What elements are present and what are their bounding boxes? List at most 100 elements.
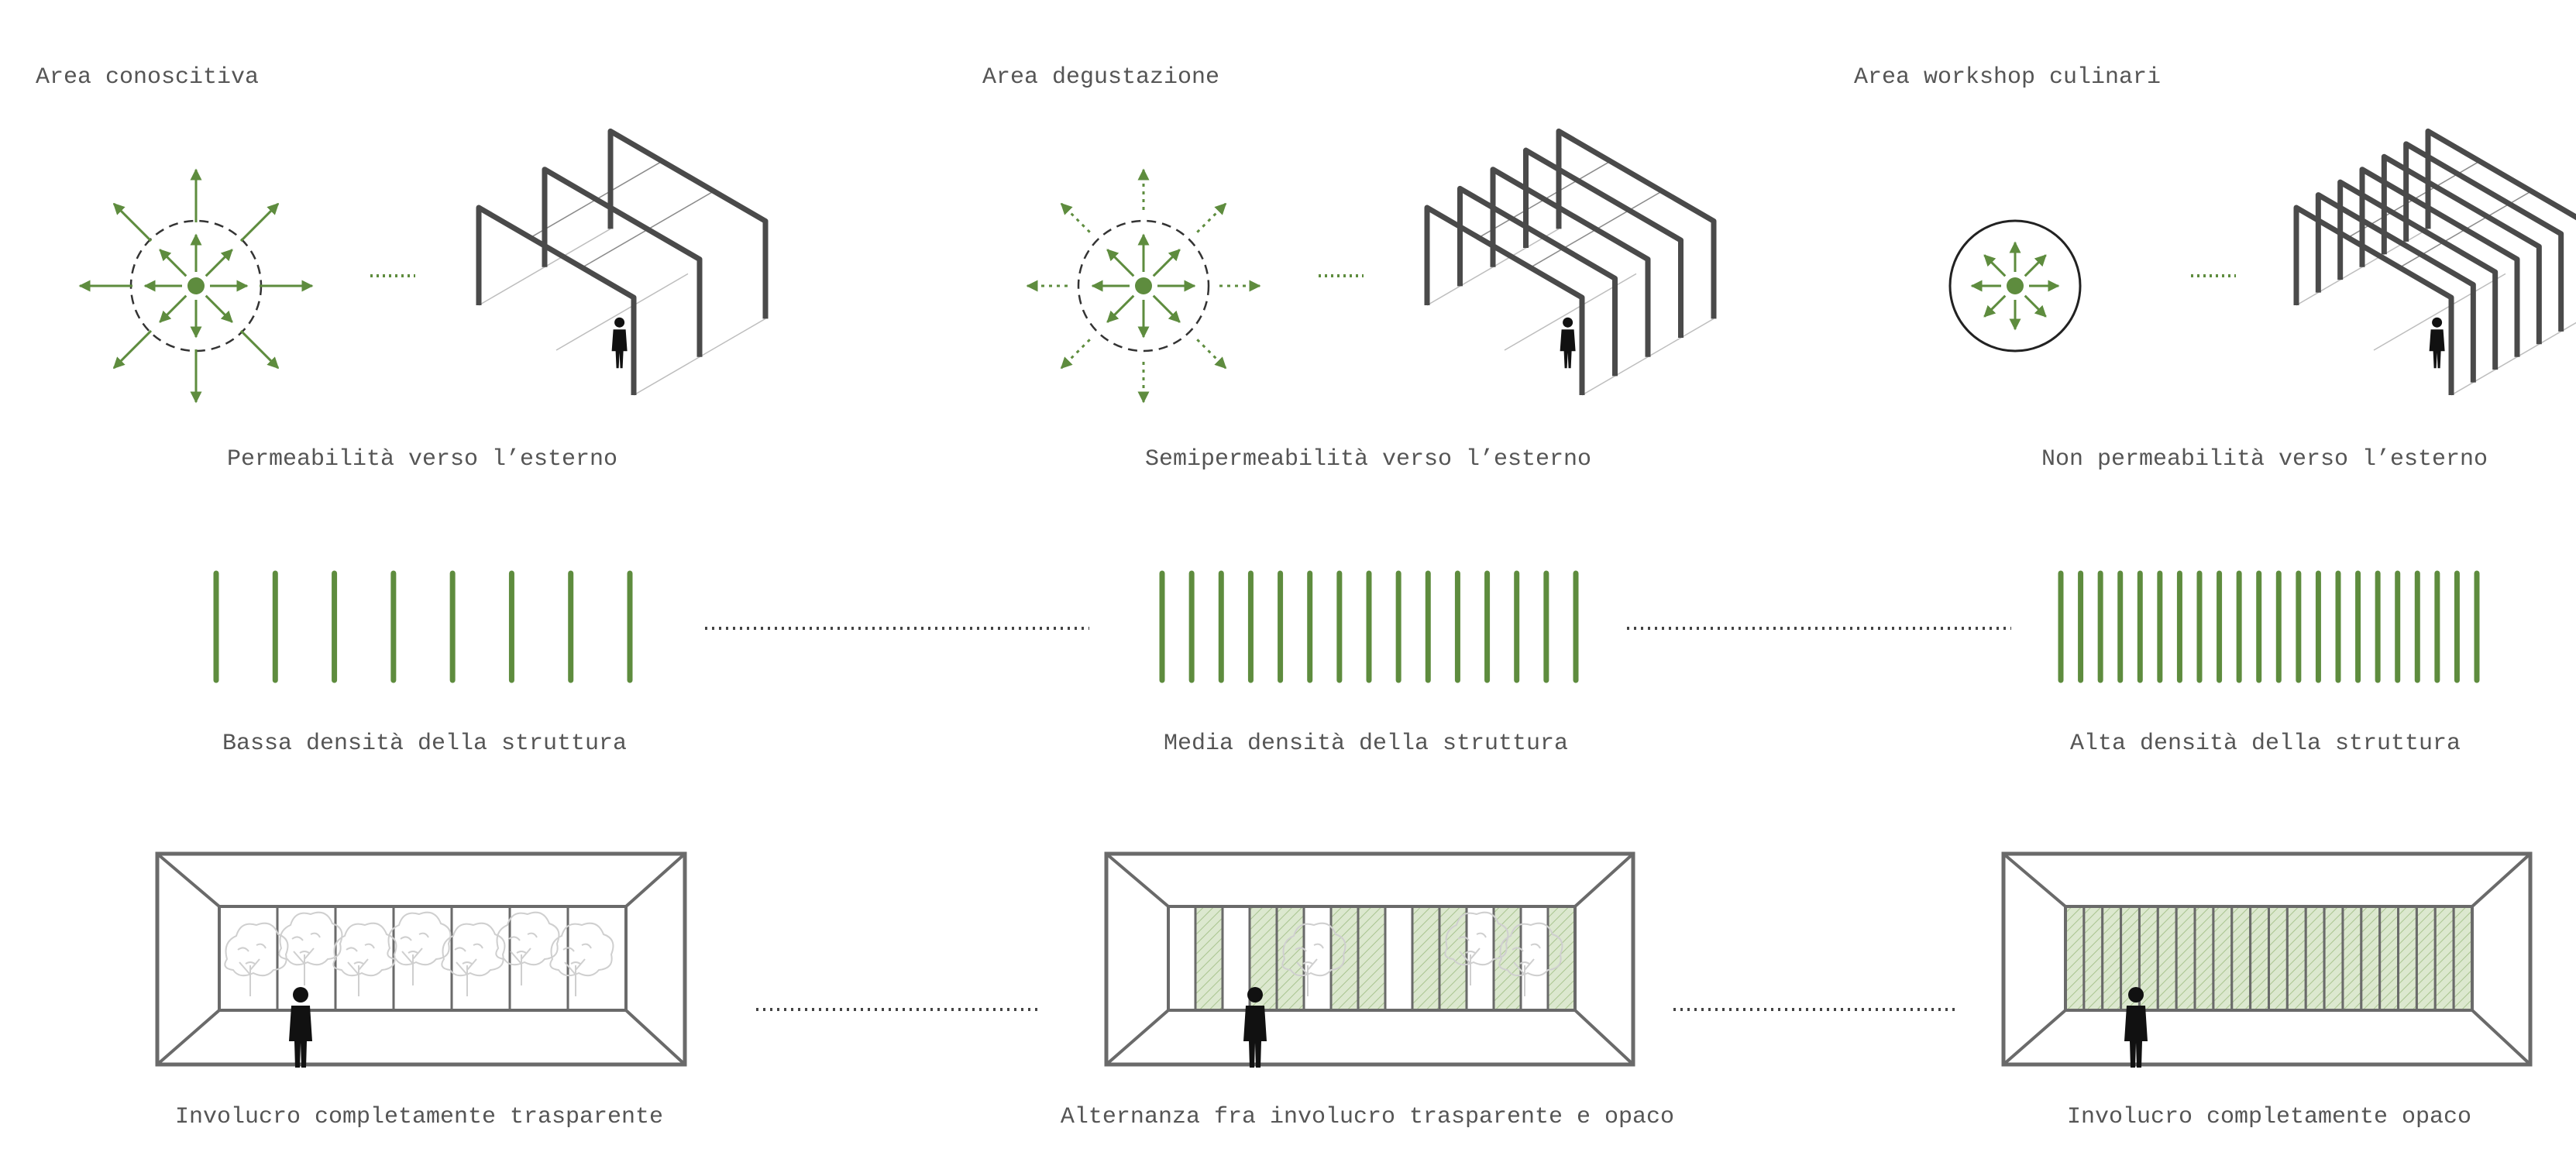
structure-frame-icon: [476, 128, 769, 396]
perspective-edge: [1105, 852, 1170, 908]
density-label: Alta densità della struttura: [2070, 731, 2461, 757]
person-icon: [611, 317, 628, 369]
permeability-label: Semipermeabilità verso l’esterno: [1145, 446, 1591, 473]
perspective-edge: [1573, 852, 1635, 908]
perspective-edge: [624, 1009, 686, 1066]
structure-frame-icon: [1424, 128, 1717, 396]
opaque-panel: [2433, 905, 2455, 1012]
perspective-edge: [156, 1009, 221, 1066]
grid-line: [2450, 322, 2576, 396]
frame-portal: [1457, 185, 1618, 377]
opaque-panel: [2212, 905, 2234, 1012]
frame-portal: [1424, 205, 1585, 395]
room-outline: [155, 851, 687, 1067]
area-title: Area conoscitiva: [36, 64, 259, 91]
transparent-panel: [218, 905, 279, 1012]
opaque-panel: [2397, 905, 2418, 1012]
arrow: [159, 294, 187, 323]
center-dot: [1135, 277, 1152, 294]
boundary-circle: [1948, 219, 2082, 353]
opaque-panel: [2415, 905, 2437, 1012]
opaque-panel: [1411, 905, 1441, 1012]
structure-frame-icon: [2293, 128, 2576, 396]
transparent-panel: [508, 905, 569, 1012]
arrow: [1196, 339, 1227, 370]
density-bars: [2058, 570, 2480, 683]
perspective-edge: [2002, 1009, 2067, 1066]
arrow: [239, 202, 280, 242]
opaque-panel: [1194, 905, 1224, 1012]
transparent-panel: [566, 905, 628, 1012]
perspective-edge: [2002, 852, 2067, 908]
opaque-panel: [2193, 905, 2215, 1012]
area-title: Area degustazione: [982, 64, 1219, 91]
opaque-panel: [2156, 905, 2178, 1012]
arrow: [112, 329, 153, 370]
grid-line: [2373, 273, 2506, 351]
envelope-label: Alternanza fra involucro trasparente e o…: [1061, 1104, 1674, 1130]
frame-portal: [1523, 147, 1684, 339]
frame-portal: [2315, 192, 2476, 383]
frame-portal: [476, 205, 637, 395]
back-wall: [2064, 905, 2474, 1012]
room-outline: [2001, 851, 2533, 1067]
arrows-diagram-icon: [1026, 168, 1261, 404]
envelope-room: [1104, 851, 1635, 1068]
permeability-label: Permeabilità verso l’esterno: [227, 446, 617, 473]
density-bars: [1159, 570, 1579, 683]
perspective-edge: [156, 852, 221, 908]
opaque-panel: [1275, 905, 1305, 1012]
opaque-panel: [2249, 905, 2271, 1012]
envelope-room: [2001, 851, 2533, 1068]
transparent-panel: [334, 905, 395, 1012]
transparent-panel: [1384, 905, 1414, 1012]
transparent-panel: [1221, 905, 1251, 1012]
opaque-panel: [2360, 905, 2382, 1012]
arrows-diagram-icon: [78, 168, 314, 404]
arrow: [2024, 254, 2047, 277]
opaque-panel: [2304, 905, 2326, 1012]
opaque-panel: [2101, 905, 2123, 1012]
arrow: [112, 202, 153, 242]
arrow: [1060, 339, 1091, 370]
frame-portal: [1490, 167, 1651, 357]
frame-portal: [607, 128, 769, 319]
arrow: [1152, 249, 1181, 277]
frame-portal: [1556, 128, 1717, 319]
arrow: [205, 294, 233, 323]
arrow: [159, 249, 187, 277]
permeability-label: Non permeabilità verso l’esterno: [2041, 446, 2488, 473]
area-title: Area workshop culinari: [1854, 64, 2161, 91]
opaque-panel: [2452, 905, 2474, 1012]
density-label: Media densità della struttura: [1164, 731, 1568, 757]
back-wall: [218, 905, 628, 1012]
envelope-label: Involucro completamente trasparente: [175, 1104, 663, 1130]
transparent-panel: [1167, 905, 1197, 1012]
arrow: [1060, 202, 1091, 233]
room-outline: [1104, 851, 1635, 1067]
back-wall: [1167, 905, 1577, 1012]
envelope-label: Involucro completamente opaco: [2067, 1104, 2471, 1130]
opaque-panel: [2378, 905, 2400, 1012]
arrow: [1983, 254, 2007, 277]
opaque-panel: [2064, 905, 2086, 1012]
opaque-panel: [2341, 905, 2363, 1012]
density-label: Bassa densità della struttura: [222, 731, 627, 757]
arrow: [1106, 294, 1135, 323]
opaque-panel: [1357, 905, 1387, 1012]
opaque-panel: [2285, 905, 2307, 1012]
envelope-room: [155, 851, 687, 1068]
opaque-panel: [2268, 905, 2289, 1012]
arrow: [1983, 294, 2007, 318]
perspective-edge: [2471, 852, 2532, 908]
arrow: [1106, 249, 1135, 277]
arrows-diagram-icon: [1948, 219, 2082, 353]
opaque-panel: [2082, 905, 2104, 1012]
arrow: [1196, 202, 1227, 233]
boundary-circle: [1077, 219, 1210, 353]
opaque-panel: [2175, 905, 2196, 1012]
grid-line: [555, 273, 689, 351]
opaque-panel: [2230, 905, 2252, 1012]
perspective-edge: [1573, 1009, 1635, 1066]
frame-portal: [2293, 205, 2454, 395]
